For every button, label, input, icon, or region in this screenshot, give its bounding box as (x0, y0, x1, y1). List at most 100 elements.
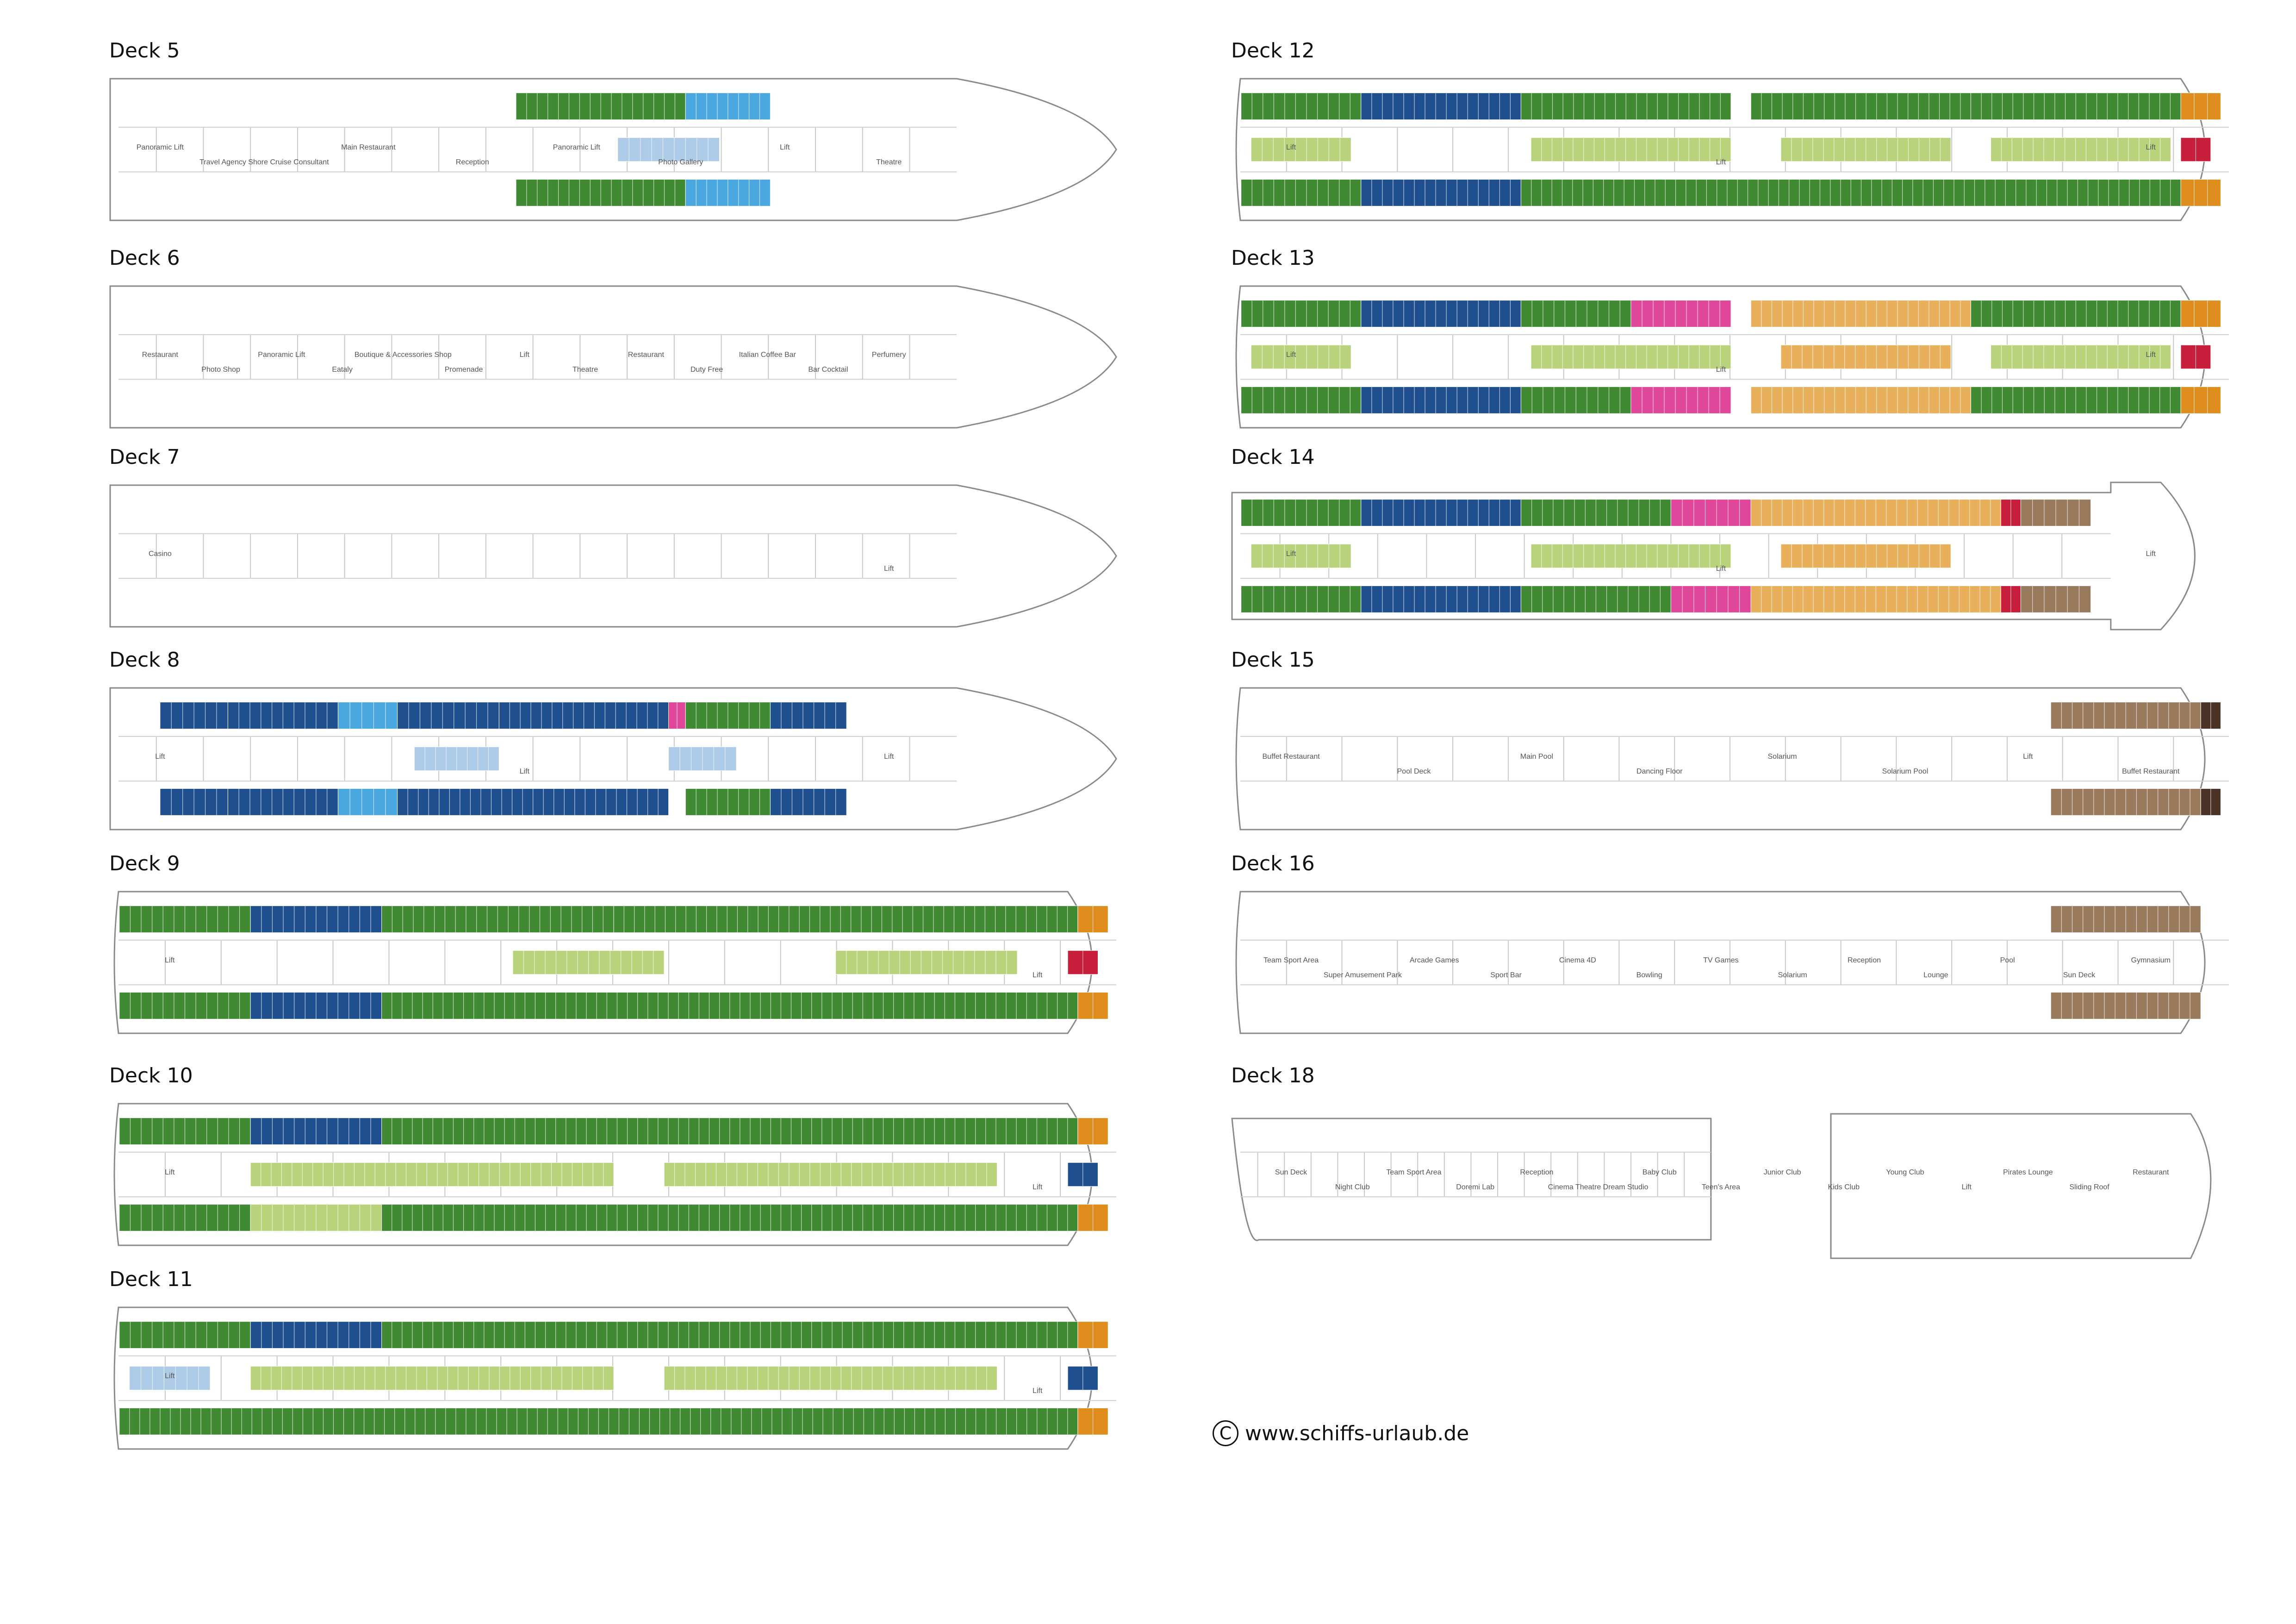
deck-title: Deck 15 (1231, 648, 1315, 672)
area-label: Lift (2146, 550, 2156, 558)
area-label: Bar Cocktail (808, 366, 848, 374)
area-label: Lift (2146, 144, 2156, 151)
copyright-text: www.schiffs-urlaub.de (1245, 1421, 1469, 1445)
area-label: Pirates Lounge (2003, 1168, 2053, 1176)
area-label: Cinema Theatre Dream Studio (1548, 1183, 1649, 1191)
cabin-block (1241, 499, 1362, 527)
area-label: Arcade Games (1410, 956, 1459, 964)
cabin-block (2180, 179, 2221, 206)
area-label: Theatre (876, 158, 902, 166)
cabin-block (1251, 137, 1351, 162)
area-label: Travel Agency Shore Cruise Consultant (199, 158, 329, 166)
area-label: Team Sport Area (1386, 1168, 1441, 1176)
cabin-block (1531, 344, 1731, 369)
area-label: Reception (456, 158, 489, 166)
area-label: Solarium (1768, 753, 1797, 761)
area-label: Pool Deck (1397, 768, 1431, 775)
cabin-block (2180, 300, 2221, 328)
cabin-block (617, 137, 720, 162)
deck-title: Deck 10 (109, 1064, 193, 1087)
copyright-notice: C www.schiffs-urlaub.de (1213, 1420, 1469, 1446)
area-label: Lift (1286, 144, 1296, 151)
area-label: Lift (1286, 351, 1296, 359)
area-label: Theatre (572, 366, 598, 374)
area-label: Duty Free (691, 366, 723, 374)
deck-title: Deck 8 (109, 648, 180, 672)
area-label: Reception (1520, 1168, 1553, 1176)
area-label: Baby Club (1643, 1168, 1677, 1176)
area-label: Lift (520, 351, 530, 359)
cabin-block (1750, 386, 1971, 414)
area-label: Lift (1716, 565, 1726, 573)
area-label: Sun Deck (2063, 971, 2096, 979)
hull-outline-aft (1830, 1113, 2212, 1259)
area-label: Panoramic Lift (137, 144, 184, 151)
area-label: Lift (2023, 753, 2033, 761)
area-label: Lounge (1923, 971, 1948, 979)
area-label: Team Sport Area (1263, 956, 1319, 964)
area-label: Lift (155, 753, 165, 761)
area-label: Pool (2000, 956, 2015, 964)
cabin-block (250, 1162, 614, 1187)
area-label: Lift (165, 956, 175, 964)
cabin-block (770, 702, 847, 730)
area-label: Solarium (1778, 971, 1807, 979)
area-label: Bowling (1636, 971, 1662, 979)
area-label: Lift (165, 1168, 175, 1176)
area-label: Night Club (1335, 1183, 1370, 1191)
cabin-block (1361, 386, 1521, 414)
area-label: Gymnasium (2131, 956, 2171, 964)
area-label: Solarium Pool (1882, 768, 1929, 775)
deck-title: Deck 6 (109, 246, 180, 270)
cabin-block (337, 702, 398, 730)
area-label: Young Club (1886, 1168, 1924, 1176)
area-label: Lift (1716, 366, 1726, 374)
cabin-block (1630, 300, 1731, 328)
area-label: Boutique & Accessories Shop (355, 351, 452, 359)
cabin-block (1750, 300, 1971, 328)
cabin-block (1750, 93, 1971, 120)
area-label: Photo Gallery (658, 158, 703, 166)
area-label: Lift (884, 565, 894, 573)
area-label: Promenade (445, 366, 483, 374)
area-label: Kids Club (1828, 1183, 1860, 1191)
cabin-block (1241, 93, 1362, 120)
area-label: Doremi Lab (1456, 1183, 1494, 1191)
area-label: Sliding Roof (2069, 1183, 2109, 1191)
area-label: Lift (1033, 971, 1043, 979)
cabin-block (1361, 585, 1521, 613)
deck-title: Deck 14 (1231, 445, 1315, 469)
area-label: Buffet Restaurant (2122, 768, 2180, 775)
area-label: Lift (884, 753, 894, 761)
cabin-block (1630, 386, 1731, 414)
area-label: Lift (1286, 550, 1296, 558)
cabin-block (1531, 543, 1731, 568)
cabin-block (1241, 386, 1362, 414)
area-label: Lift (780, 144, 790, 151)
hull-outline (109, 285, 1117, 429)
cabin-block (835, 950, 1018, 975)
area-label: Perfumery (872, 351, 906, 359)
area-label: Teen's Area (1702, 1183, 1740, 1191)
deck-title: Deck 12 (1231, 39, 1315, 62)
cabin-block (1241, 300, 1362, 328)
area-label: Italian Coffee Bar (739, 351, 796, 359)
